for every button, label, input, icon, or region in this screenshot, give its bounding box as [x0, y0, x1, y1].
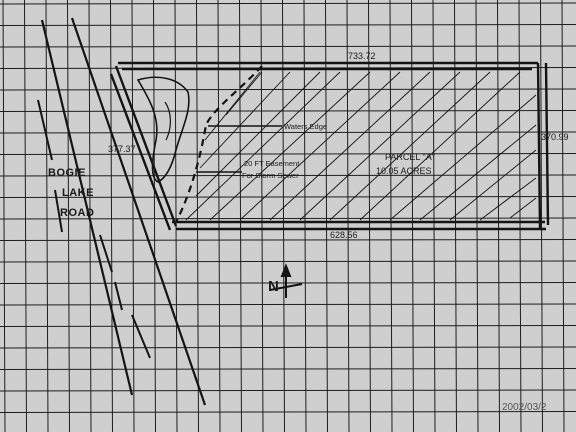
- north-arrow-head: [280, 263, 292, 277]
- grid-line-horizontal: [0, 325, 576, 327]
- hatch-line: [239, 71, 401, 221]
- grid-line-vertical: [411, 0, 414, 432]
- waters-edge-label: Waters Edge: [284, 122, 327, 131]
- grid-line-vertical: [174, 0, 178, 432]
- grid-line-horizontal: [0, 196, 576, 198]
- grid-line-vertical: [2, 0, 6, 432]
- grid-line-vertical: [153, 0, 156, 432]
- east-boundary-outer: [544, 62, 550, 226]
- pond-outline: [136, 76, 190, 183]
- west-boundary-outer: [109, 73, 172, 231]
- hatch-line: [199, 71, 291, 169]
- grid-line-horizontal: [0, 217, 576, 220]
- grid-line-horizontal: [0, 346, 576, 349]
- grid-line-vertical: [346, 0, 350, 432]
- grid-line-horizontal: [0, 303, 576, 306]
- south-dimension: 628.56: [330, 230, 358, 240]
- grid-line-vertical: [110, 0, 113, 432]
- grid-line-vertical: [432, 0, 436, 432]
- hatch-line: [419, 124, 537, 221]
- grid-line-horizontal: [0, 153, 576, 155]
- north-arrow-label: N: [268, 278, 279, 295]
- grid-line-vertical: [217, 0, 221, 432]
- pond-detail: [164, 101, 171, 141]
- east-boundary: [536, 62, 542, 229]
- grid-line-vertical: [540, 0, 543, 432]
- grid-line-vertical: [24, 0, 27, 432]
- grid-line-horizontal: [0, 131, 576, 134]
- road-dash: [99, 234, 113, 273]
- north-arrow: [269, 263, 303, 298]
- road-edge-west: [40, 19, 134, 396]
- water-edge-line: [175, 65, 263, 223]
- hatch-line: [269, 71, 431, 221]
- hatch-line: [209, 71, 371, 221]
- grid-line-horizontal: [0, 411, 576, 413]
- grid-line-horizontal: [0, 260, 576, 263]
- road-dash: [114, 281, 123, 311]
- hatch-line: [185, 71, 341, 221]
- grid-line-vertical: [325, 0, 328, 432]
- parcel-hatching: [185, 71, 537, 221]
- annotation-leaders: [196, 125, 282, 173]
- hatch-line: [195, 71, 321, 197]
- date-stamp: 2002/03/2: [502, 402, 547, 413]
- west-boundary: [114, 65, 178, 227]
- grid-line-horizontal: [0, 282, 576, 284]
- road-dash: [131, 314, 151, 359]
- road-label-line3: ROAD: [60, 207, 94, 219]
- road-center-dashes: [37, 99, 151, 359]
- parcel-boundary: [109, 61, 550, 231]
- grid-line-vertical: [475, 0, 479, 432]
- east-dimension: 370.99: [541, 132, 569, 142]
- grid-line-horizontal: [0, 110, 576, 112]
- grid-line-vertical: [67, 0, 70, 432]
- grid-line-vertical: [196, 0, 199, 432]
- road-edge-east: [70, 17, 207, 406]
- hatch-line: [225, 71, 263, 116]
- easement-label-line1: 20 FT Easement: [244, 159, 300, 168]
- west-dimension: 377.37: [108, 144, 136, 154]
- road-label-line1: BOGIE: [48, 167, 86, 179]
- grid-line-horizontal: [0, 24, 576, 26]
- road-label-line2: LAKE: [62, 187, 94, 199]
- grid-line-vertical: [131, 0, 135, 432]
- road-dash: [37, 99, 53, 161]
- grid-line-vertical: [303, 0, 307, 432]
- grid-line-vertical: [260, 0, 264, 432]
- grid-line-vertical: [389, 0, 393, 432]
- grid-line-vertical: [239, 0, 242, 432]
- parcel-name: PARCEL "A": [385, 152, 435, 162]
- hatch-line: [299, 71, 461, 221]
- grid-line-vertical: [45, 0, 49, 432]
- hatch-line: [449, 149, 537, 221]
- hatch-line: [389, 94, 537, 221]
- hatch-line: [359, 71, 521, 221]
- road-dash: [54, 189, 63, 233]
- road-edges: [40, 17, 207, 406]
- grid-line-vertical: [497, 0, 500, 432]
- hatch-line: [204, 71, 261, 141]
- grid-line-horizontal: [0, 389, 576, 392]
- grid-line-vertical: [518, 0, 522, 432]
- hatch-line: [329, 71, 491, 221]
- hatch-line: [479, 177, 537, 221]
- north-dimension: 733.72: [348, 51, 376, 61]
- grid-line-vertical: [561, 0, 565, 432]
- grid-line-vertical: [368, 0, 371, 432]
- easement-label-line2: For Storm Sewer: [242, 171, 299, 180]
- grid-line-horizontal: [0, 45, 576, 48]
- hatch-line: [509, 197, 537, 219]
- grid-line-horizontal: [0, 368, 576, 370]
- grid-line-horizontal: [0, 2, 576, 5]
- parcel-area: 10.05 ACRES: [376, 166, 432, 176]
- north-arrow-cross: [269, 283, 303, 291]
- grid-line-vertical: [282, 0, 285, 432]
